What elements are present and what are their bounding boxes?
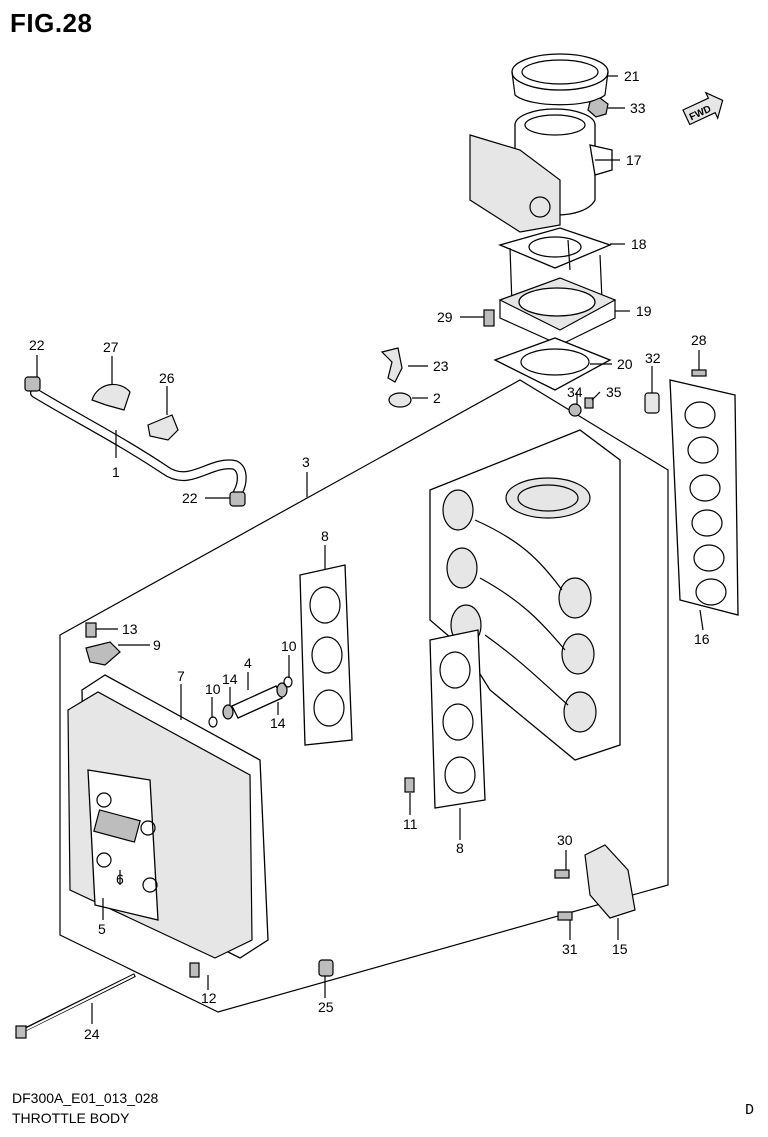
callout-31: 31 xyxy=(562,941,578,957)
part-2-grommet xyxy=(388,392,412,408)
callout-21: 21 xyxy=(624,68,640,84)
callout-18: 18 xyxy=(631,236,647,252)
callout-10-right: 10 xyxy=(281,638,297,654)
part-14-oring-right xyxy=(276,682,288,698)
callout-labels: 21 33 17 18 19 29 23 2 20 32 34 35 28 16… xyxy=(29,68,710,1042)
callout-2: 2 xyxy=(433,390,441,406)
callout-16: 16 xyxy=(694,631,710,647)
part-11-bolt xyxy=(404,777,415,793)
part-17-throttle-body xyxy=(469,108,613,233)
callout-34: 34 xyxy=(567,384,583,400)
callout-11: 11 xyxy=(403,816,418,832)
part-27-holder xyxy=(91,383,131,411)
part-13-bolt xyxy=(85,622,97,638)
part-28-bolt xyxy=(691,369,707,377)
callout-29: 29 xyxy=(437,309,453,325)
part-22-clamp-lower xyxy=(229,491,246,507)
diagram-code: DF300A_E01_013_028 xyxy=(12,1090,159,1106)
leader-lines xyxy=(36,75,704,1024)
callout-1: 1 xyxy=(112,464,120,480)
part-23-fitting xyxy=(380,347,403,383)
part-31-bolt xyxy=(557,911,573,921)
callout-7: 7 xyxy=(177,668,185,684)
callout-9: 9 xyxy=(153,637,161,653)
callout-25: 25 xyxy=(318,999,334,1015)
part-35-screw xyxy=(584,397,594,409)
callout-6: 6 xyxy=(116,871,124,887)
callout-30: 30 xyxy=(557,832,573,848)
part-8-plate-left xyxy=(299,564,353,746)
diagram-title: THROTTLE BODY xyxy=(12,1110,130,1126)
part-18-gasket xyxy=(498,227,612,269)
callout-5: 5 xyxy=(98,921,106,937)
callout-24: 24 xyxy=(84,1026,100,1042)
callout-14-left: 14 xyxy=(222,671,238,687)
assembly-outline xyxy=(59,379,669,1013)
part-8-plate-right xyxy=(429,629,486,809)
callout-19: 19 xyxy=(636,303,652,319)
part-12-bolt xyxy=(189,962,200,978)
callout-8-left: 8 xyxy=(321,528,329,544)
callout-4: 4 xyxy=(244,655,252,671)
part-21-collar xyxy=(511,53,609,106)
part-34-washer xyxy=(568,403,582,417)
part-32-sleeve xyxy=(644,392,660,414)
part-10-ring-left xyxy=(208,716,218,728)
part-9-sensor xyxy=(85,641,121,666)
callout-33: 33 xyxy=(630,100,646,116)
part-15-bracket xyxy=(584,844,636,919)
callout-22-lower: 22 xyxy=(182,490,198,506)
fwd-arrow-badge: FWD xyxy=(682,91,724,126)
part-14-oring-left xyxy=(222,704,234,720)
callout-26: 26 xyxy=(159,370,175,386)
callout-17: 17 xyxy=(626,152,642,168)
callout-35: 35 xyxy=(606,384,622,400)
callout-20: 20 xyxy=(617,356,633,372)
callout-14-right: 14 xyxy=(270,715,286,731)
callout-32: 32 xyxy=(645,350,661,366)
callout-27: 27 xyxy=(103,339,119,355)
figure-title: FIG.28 xyxy=(10,8,93,38)
part-25-grommet xyxy=(318,959,334,977)
corner-mark: D xyxy=(745,1102,755,1119)
callout-12: 12 xyxy=(201,990,217,1006)
part-22-clamp-upper xyxy=(24,376,41,392)
part-4-pipe xyxy=(231,685,283,719)
part-24-long-bolt xyxy=(15,973,136,1039)
part-33-nut xyxy=(587,97,609,118)
part-26-bracket xyxy=(147,414,179,441)
part-30-bolt xyxy=(554,869,570,879)
callout-8-right: 8 xyxy=(456,840,464,856)
callout-15: 15 xyxy=(612,941,628,957)
callout-13: 13 xyxy=(122,621,138,637)
callout-28: 28 xyxy=(691,332,707,348)
callout-10-left: 10 xyxy=(205,681,221,697)
part-19-spacer xyxy=(498,239,617,346)
callout-23: 23 xyxy=(433,358,449,374)
callout-22-upper: 22 xyxy=(29,337,45,353)
part-5-cover xyxy=(67,691,253,959)
part-10-ring-right xyxy=(283,676,293,688)
callout-3: 3 xyxy=(302,454,310,470)
part-20-gasket xyxy=(493,337,612,391)
part-29-bolt xyxy=(483,309,495,327)
part-16-gasket xyxy=(669,379,739,616)
